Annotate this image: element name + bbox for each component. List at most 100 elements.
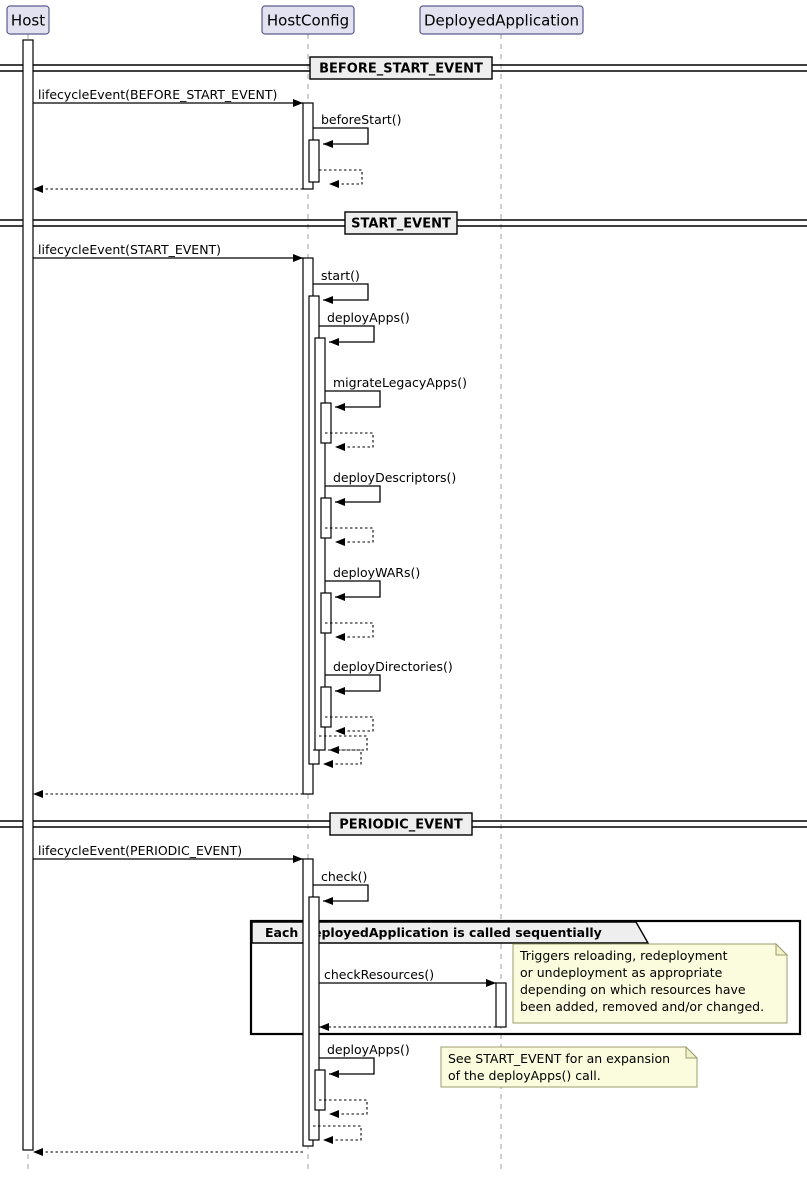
note-body [440, 1046, 698, 1088]
participant-app[interactable]: DeployedApplication [419, 5, 584, 35]
message-arrow [325, 674, 381, 695]
divider-periodic: PERIODIC_EVENT [0, 812, 807, 836]
message-arrow [325, 485, 381, 506]
participants-layer: Host HostConfig DeployedApplication [6, 5, 584, 35]
msg-lifecycle-periodic: lifecycleEvent(PERIODIC_EVENT) [33, 843, 303, 863]
ret-migrate-legacy-apps [325, 432, 374, 451]
message-arrow [325, 716, 374, 735]
divider-box [329, 812, 473, 836]
message-label: beforeStart() [321, 112, 402, 127]
participant-host[interactable]: Host [6, 5, 50, 35]
activation-bar [314, 1069, 326, 1111]
message-arrow [319, 325, 375, 346]
note-fold-corner [775, 942, 789, 956]
divider-before-start: BEFORE_START_EVENT [0, 56, 807, 80]
participant-label: DeployedApplication [424, 12, 579, 30]
message-arrow [325, 580, 381, 601]
activation-bar [320, 686, 332, 728]
message-arrow [319, 1057, 375, 1078]
ret-deploy-descriptors [325, 527, 374, 546]
activation-bar [22, 39, 34, 1151]
note-body [512, 943, 788, 1024]
ret-start [313, 749, 362, 768]
divider-label: BEFORE_START_EVENT [319, 62, 483, 77]
msg-start: start() [313, 268, 369, 304]
participant-label: HostConfig [267, 12, 349, 30]
note-check-resources: Triggers reloading, redeployment or undep… [512, 942, 789, 1024]
activation-bars-layer [22, 39, 507, 1151]
divider-label: PERIODIC_EVENT [339, 818, 463, 833]
message-label: checkResources() [324, 967, 434, 982]
message-label: lifecycleEvent(BEFORE_START_EVENT) [38, 87, 277, 102]
message-label: migrateLegacyApps() [333, 375, 467, 390]
message-label: check() [321, 869, 367, 884]
ret-deploy-directories [325, 716, 374, 735]
message-label: lifecycleEvent(PERIODIC_EVENT) [38, 843, 242, 858]
note-line: depending on which resources have [520, 982, 746, 997]
message-arrow [325, 622, 374, 641]
message-arrow [325, 390, 381, 411]
msg-before-start: beforeStart() [313, 112, 402, 148]
participant-box[interactable] [419, 5, 584, 35]
message-arrow [319, 735, 368, 754]
message-label: deployWARs() [333, 565, 420, 580]
message-arrow [319, 169, 363, 188]
group-frame [249, 919, 802, 1036]
message-label: deployApps() [327, 1042, 410, 1057]
note-line: been added, removed and/or changed. [520, 999, 764, 1014]
message-label: deployDescriptors() [333, 470, 456, 485]
group-frames-layer: Each DeployedApplication is called seque… [249, 919, 802, 1036]
note-fold-corner [685, 1045, 699, 1059]
message-arrow [313, 283, 369, 304]
note-line: See START_EVENT for an expansion [448, 1051, 670, 1066]
messages-layer: lifecycleEvent(BEFORE_START_EVENT)before… [33, 87, 496, 1156]
lifelines-layer [27, 34, 502, 1173]
divider-label: START_EVENT [351, 217, 451, 232]
msg-lifecycle-before-start: lifecycleEvent(BEFORE_START_EVENT) [33, 87, 303, 107]
msg-check-resources: checkResources() [319, 967, 496, 987]
message-arrow [325, 432, 374, 451]
msg-deploy-apps-1: deployApps() [319, 310, 410, 346]
activation-bar [308, 896, 320, 1141]
msg-lifecycle-start: lifecycleEvent(START_EVENT) [33, 242, 303, 262]
message-arrow [313, 127, 369, 148]
msg-deploy-apps-2: deployApps() [319, 1042, 410, 1078]
ret-deploy-wars [325, 622, 374, 641]
activation-bar [320, 402, 332, 444]
message-label: lifecycleEvent(START_EVENT) [38, 242, 221, 257]
divider-box [344, 211, 458, 235]
group-tab [251, 921, 650, 944]
activation-bar [495, 982, 507, 1028]
activation-bar [320, 497, 332, 539]
group-label: Each DeployedApplication is called seque… [265, 925, 602, 940]
ret-before-start [319, 169, 363, 188]
divider-box [309, 56, 493, 80]
note-line: Triggers reloading, redeployment [519, 948, 728, 963]
msg-migrate-legacy-apps: migrateLegacyApps() [325, 375, 467, 411]
participant-config[interactable]: HostConfig [261, 5, 355, 35]
message-label: deployApps() [327, 310, 410, 325]
msg-deploy-wars: deployWARs() [325, 565, 420, 601]
msg-deploy-descriptors: deployDescriptors() [325, 470, 456, 506]
participant-box[interactable] [261, 5, 355, 35]
note-line: or undeployment as appropriate [520, 965, 723, 980]
divider-start: START_EVENT [0, 211, 807, 235]
activation-bar [308, 139, 320, 183]
message-label: deployDirectories() [333, 659, 453, 674]
message-arrow [313, 1125, 362, 1144]
msg-check: check() [313, 869, 369, 905]
message-arrow [313, 884, 369, 905]
msg-deploy-directories: deployDirectories() [325, 659, 453, 695]
participant-label: Host [11, 12, 45, 30]
ret-deploy-apps-2 [319, 1099, 368, 1118]
message-arrow [319, 1099, 368, 1118]
message-arrow [325, 527, 374, 546]
ret-check [313, 1125, 362, 1144]
participant-box[interactable] [6, 5, 50, 35]
notes-layer: Triggers reloading, redeployment or undep… [440, 942, 789, 1088]
message-label: start() [321, 268, 360, 283]
ret-deploy-apps-1 [319, 735, 368, 754]
event-dividers-layer: BEFORE_START_EVENT START_EVENT PERIODIC_EV… [0, 56, 807, 836]
